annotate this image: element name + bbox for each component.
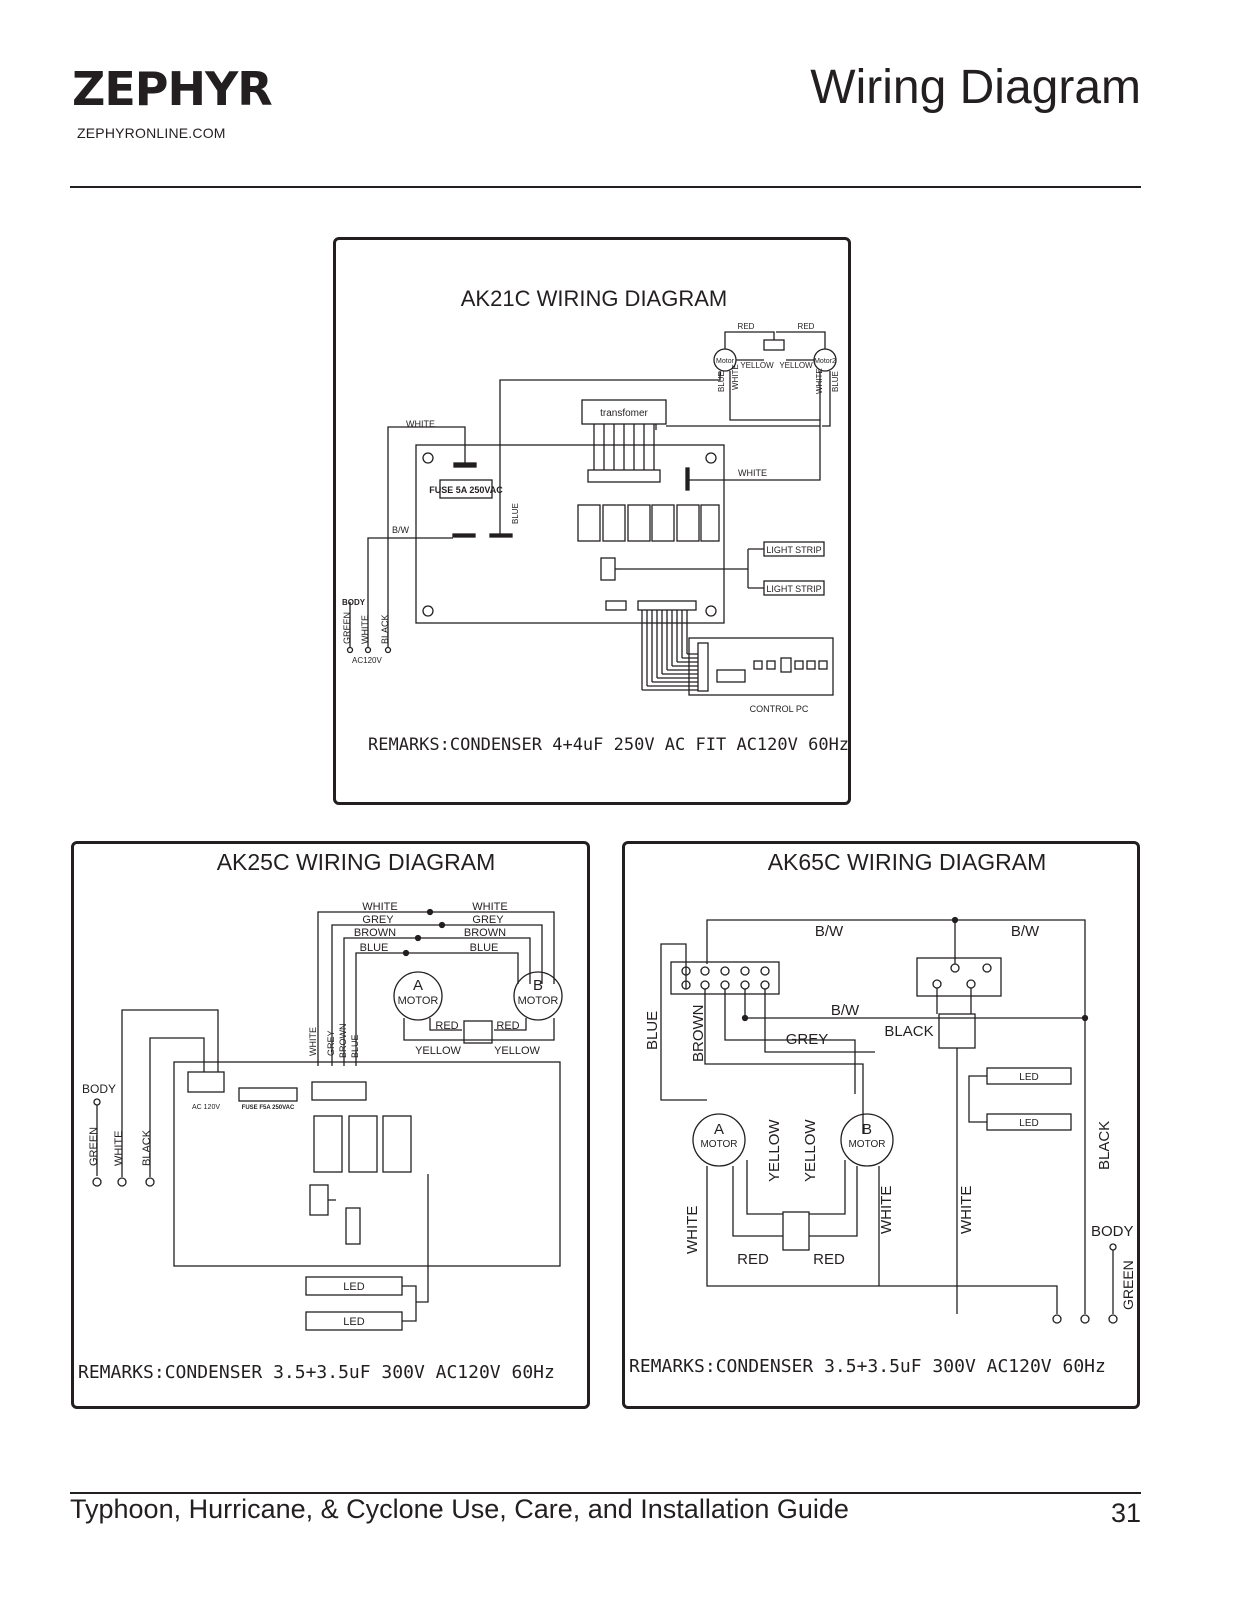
ak21c-black: BLACK (380, 614, 390, 644)
ak21c-title: AK21C WIRING DIAGRAM (461, 286, 727, 311)
ak21c-blue-2: BLUE (831, 371, 840, 392)
ak21c-white-2: WHITE (815, 368, 824, 394)
ak65c-diagram: AK65C WIRING DIAGRAM B/W B/W BLACK B/W G… (629, 849, 1136, 1377)
ak25c-grey-a: GREY (362, 914, 394, 926)
ak65c-black-2: BLACK (1096, 1121, 1113, 1170)
ak21c-yellow-right: YELLOW (779, 361, 813, 370)
ak65c-motor-b-label: MOTOR (848, 1139, 885, 1150)
ak25c-yellow-a: YELLOW (415, 1045, 461, 1057)
ak65c-brown: BROWN (690, 1005, 707, 1063)
ak21c-ac: AC120V (352, 656, 382, 665)
ak21c-diagram: AK21C WIRING DIAGRAM FUSE 5A 250VAC tran… (342, 286, 848, 755)
ak21c-diagram-panel: AK21C WIRING DIAGRAM FUSE 5A 250VAC tran… (333, 237, 851, 805)
ak25c-motor-b-letter: B (533, 977, 543, 994)
ak25c-diagram: AK25C WIRING DIAGRAM WHITE GREY BROWN BL… (78, 849, 563, 1383)
ak25c-grey-v: GREY (326, 1030, 336, 1056)
ak21c-body: BODY (342, 598, 366, 607)
ak25c-yellow-b: YELLOW (494, 1045, 540, 1057)
ak21c-blue-board: BLUE (511, 503, 520, 524)
ak65c-white-b: WHITE (878, 1186, 895, 1234)
page-title: Wiring Diagram (810, 61, 1141, 114)
ak25c-body: BODY (82, 1082, 116, 1096)
ak21c-white-board: WHITE (738, 468, 767, 478)
ak21c-white-1: WHITE (731, 364, 740, 390)
ak21c-red-left: RED (738, 322, 755, 331)
ak65c-motor-a-letter: A (714, 1121, 724, 1138)
ak65c-bw-1: B/W (815, 923, 844, 940)
ak65c-led-2: LED (1019, 1118, 1038, 1129)
ak21c-transformer-label: transfomer (600, 408, 648, 419)
ak21c-fuse: FUSE 5A 250VAC (429, 485, 503, 495)
ak25c-title: AK25C WIRING DIAGRAM (217, 849, 496, 875)
ak21c-light-strip-1: LIGHT STRIP (766, 545, 821, 555)
ak65c-white-c: WHITE (958, 1186, 975, 1234)
ak21c-blue-1: BLUE (717, 371, 726, 392)
ak65c-bw-3: B/W (831, 1002, 860, 1019)
ak25c-motor-a-letter: A (413, 977, 423, 994)
ak25c-white-ac: WHITE (113, 1131, 125, 1166)
ak65c-yellow-b: YELLOW (802, 1119, 819, 1182)
ak65c-grey: GREY (786, 1031, 829, 1048)
ak21c-yellow-left: YELLOW (740, 361, 774, 370)
ak65c-led-1: LED (1019, 1072, 1038, 1083)
ak25c-brown-a: BROWN (354, 927, 396, 939)
ak25c-blue-a: BLUE (360, 942, 389, 954)
ak21c-motor-1: Motor (716, 358, 735, 365)
ak25c-blue-v: BLUE (350, 1034, 360, 1058)
ak21c-white-ac: WHITE (360, 615, 370, 644)
page-number: 31 (1110, 1498, 1141, 1528)
ak65c-motor-b-letter: B (862, 1121, 872, 1138)
ak65c-remarks: REMARKS:CONDENSER 3.5+3.5uF 300V AC120V … (629, 1356, 1106, 1377)
ak65c-red-a: RED (737, 1251, 769, 1268)
ak65c-white-a: WHITE (684, 1206, 701, 1254)
ak21c-bw: B/W (392, 525, 410, 535)
ak65c-green: GREEN (1120, 1260, 1136, 1310)
ak25c-brown-v: BROWN (338, 1024, 348, 1059)
ak65c-blue: BLUE (644, 1011, 661, 1050)
ak25c-ac: AC 120V (192, 1104, 220, 1111)
ak65c-motor-a-label: MOTOR (700, 1139, 737, 1150)
ak25c-grey-b: GREY (472, 914, 504, 926)
guide-title: Typhoon, Hurricane, & Cyclone Use, Care,… (70, 1494, 849, 1524)
ak21c-red-right: RED (798, 322, 815, 331)
ak65c-body: BODY (1091, 1223, 1134, 1240)
ak65c-title: AK65C WIRING DIAGRAM (768, 849, 1047, 875)
ak65c-red-b: RED (813, 1251, 845, 1268)
ak25c-led-2: LED (343, 1316, 364, 1328)
ak65c-black-1: BLACK (884, 1023, 933, 1040)
ak21c-white-input: WHITE (406, 419, 435, 429)
ak25c-diagram-panel: AK25C WIRING DIAGRAM WHITE GREY BROWN BL… (71, 841, 590, 1409)
brand-logo: ZEPHYR (72, 62, 273, 116)
ak25c-red-a: RED (435, 1020, 458, 1032)
ak65c-bw-2: B/W (1011, 923, 1040, 940)
ak21c-remarks: REMARKS:CONDENSER 4+4uF 250V AC FIT AC12… (368, 735, 848, 755)
ak65c-diagram-panel: AK65C WIRING DIAGRAM B/W B/W BLACK B/W G… (622, 841, 1140, 1409)
ak21c-green: GREEN (342, 612, 352, 644)
ak25c-green: GREEN (88, 1127, 100, 1166)
ak25c-black: BLACK (141, 1129, 153, 1166)
ak25c-brown-b: BROWN (464, 927, 506, 939)
ak25c-remarks: REMARKS:CONDENSER 3.5+3.5uF 300V AC120V … (78, 1362, 555, 1383)
ak25c-red-b: RED (496, 1020, 519, 1032)
ak25c-motor-a-label: MOTOR (398, 995, 439, 1007)
ak25c-led-1: LED (343, 1281, 364, 1293)
ak25c-fuse: FUSE F5A 250VAC (242, 1105, 295, 1111)
header-divider (70, 186, 1141, 188)
ak21c-control-pc: CONTROL PC (750, 704, 809, 714)
ak21c-motor-2: Motor2 (814, 358, 836, 365)
ak65c-yellow-a: YELLOW (766, 1119, 783, 1182)
ak21c-light-strip-2: LIGHT STRIP (766, 584, 821, 594)
ak25c-white-v: WHITE (308, 1027, 318, 1056)
ak25c-motor-b-label: MOTOR (518, 995, 559, 1007)
ak25c-blue-b: BLUE (470, 942, 499, 954)
website-url[interactable]: ZEPHYRONLINE.COM (77, 125, 226, 141)
ak25c-white-a: WHITE (362, 901, 397, 913)
ak25c-white-b: WHITE (472, 901, 507, 913)
footer-divider (70, 1492, 1141, 1494)
